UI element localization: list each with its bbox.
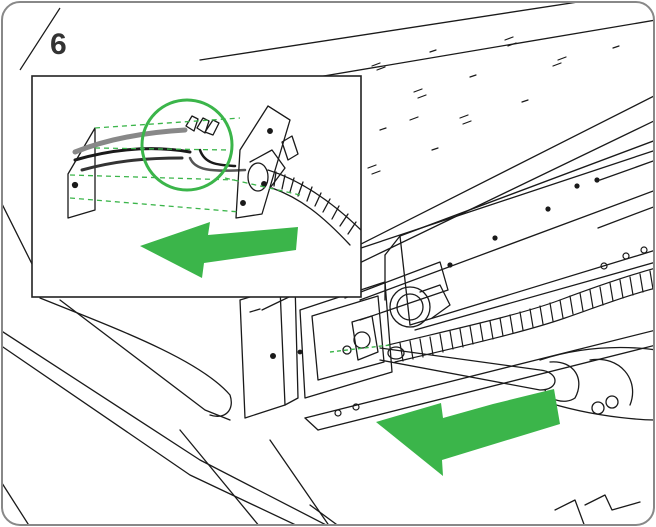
magnifier-circle-icon — [140, 98, 234, 192]
step-number: 6 — [50, 28, 67, 61]
detail-inset — [31, 75, 362, 298]
corner-divider — [19, 7, 61, 71]
green-arrow-icon — [376, 389, 560, 476]
green-arrow-icon — [140, 222, 298, 278]
wire-guide-line — [329, 344, 391, 353]
